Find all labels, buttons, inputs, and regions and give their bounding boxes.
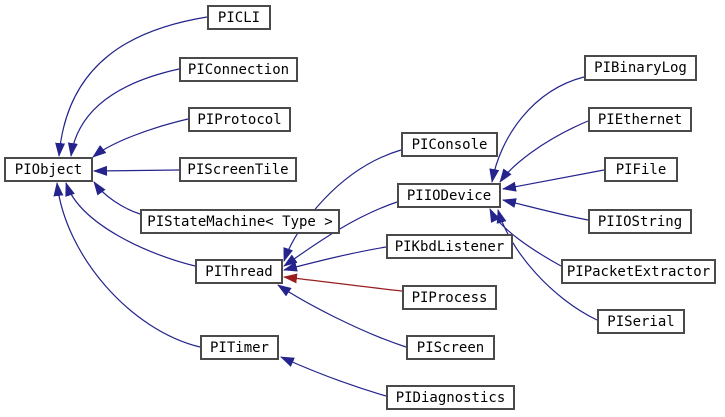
node-pifile[interactable]: PIFile [604, 157, 678, 182]
node-piethernet[interactable]: PIEthernet [588, 107, 692, 132]
node-pipacketextractor[interactable]: PIPacketExtractor [561, 259, 716, 284]
edge-piconnection-to-piobject [67, 68, 180, 157]
node-pidiagnostics[interactable]: PIDiagnostics [386, 385, 515, 410]
node-picli[interactable]: PICLI [207, 5, 271, 30]
edge-pistatemachine-to-piobject [93, 181, 141, 215]
node-piobject[interactable]: PIObject [4, 157, 93, 182]
edge-piserial-to-piiodevice [496, 209, 598, 321]
edge-piscreentile-to-piobject [93, 165, 180, 176]
node-pibinarylog[interactable]: PIBinaryLog [584, 55, 697, 81]
node-piconnection[interactable]: PIConnection [179, 57, 298, 82]
edge-pipacketextractor-to-piiodevice [489, 208, 562, 267]
node-piscreentile[interactable]: PIScreenTile [179, 157, 297, 182]
node-piserial[interactable]: PISerial [597, 309, 685, 334]
node-piiostring[interactable]: PIIOString [588, 209, 692, 234]
node-piconsole[interactable]: PIConsole [401, 132, 498, 157]
node-piscreen[interactable]: PIScreen [406, 335, 495, 360]
node-pistatemachine[interactable]: PIStateMachine< Type > [140, 209, 340, 234]
node-piprocess[interactable]: PIProcess [402, 285, 497, 310]
edge-piprotocol-to-piobject [92, 118, 189, 158]
edge-piiostring-to-piiodevice [502, 198, 589, 221]
edge-pifile-to-piiodevice [502, 169, 605, 192]
edge-pithread-to-piobject [65, 182, 196, 267]
edge-piprocess-to-pithread-private [283, 273, 403, 292]
node-pithread[interactable]: PIThread [195, 259, 283, 284]
edge-pibinarylog-to-piiodevice [489, 76, 585, 183]
node-piiodevice[interactable]: PIIODevice [397, 183, 501, 208]
edge-pitimer-to-piobject [53, 182, 201, 348]
edge-piconsole-to-pithread [283, 149, 402, 262]
node-pikbdlistener[interactable]: PIKbdListener [386, 234, 513, 259]
edge-piscreen-to-pithread [277, 284, 407, 348]
edge-pikbdlistener-to-pithread [283, 246, 387, 272]
edge-piethernet-to-piiodevice [499, 120, 589, 183]
node-piprotocol[interactable]: PIProtocol [188, 107, 291, 132]
edge-pidiagnostics-to-pitimer [280, 356, 387, 397]
edge-picli-to-piobject [55, 16, 208, 157]
node-pitimer[interactable]: PITimer [200, 335, 279, 360]
